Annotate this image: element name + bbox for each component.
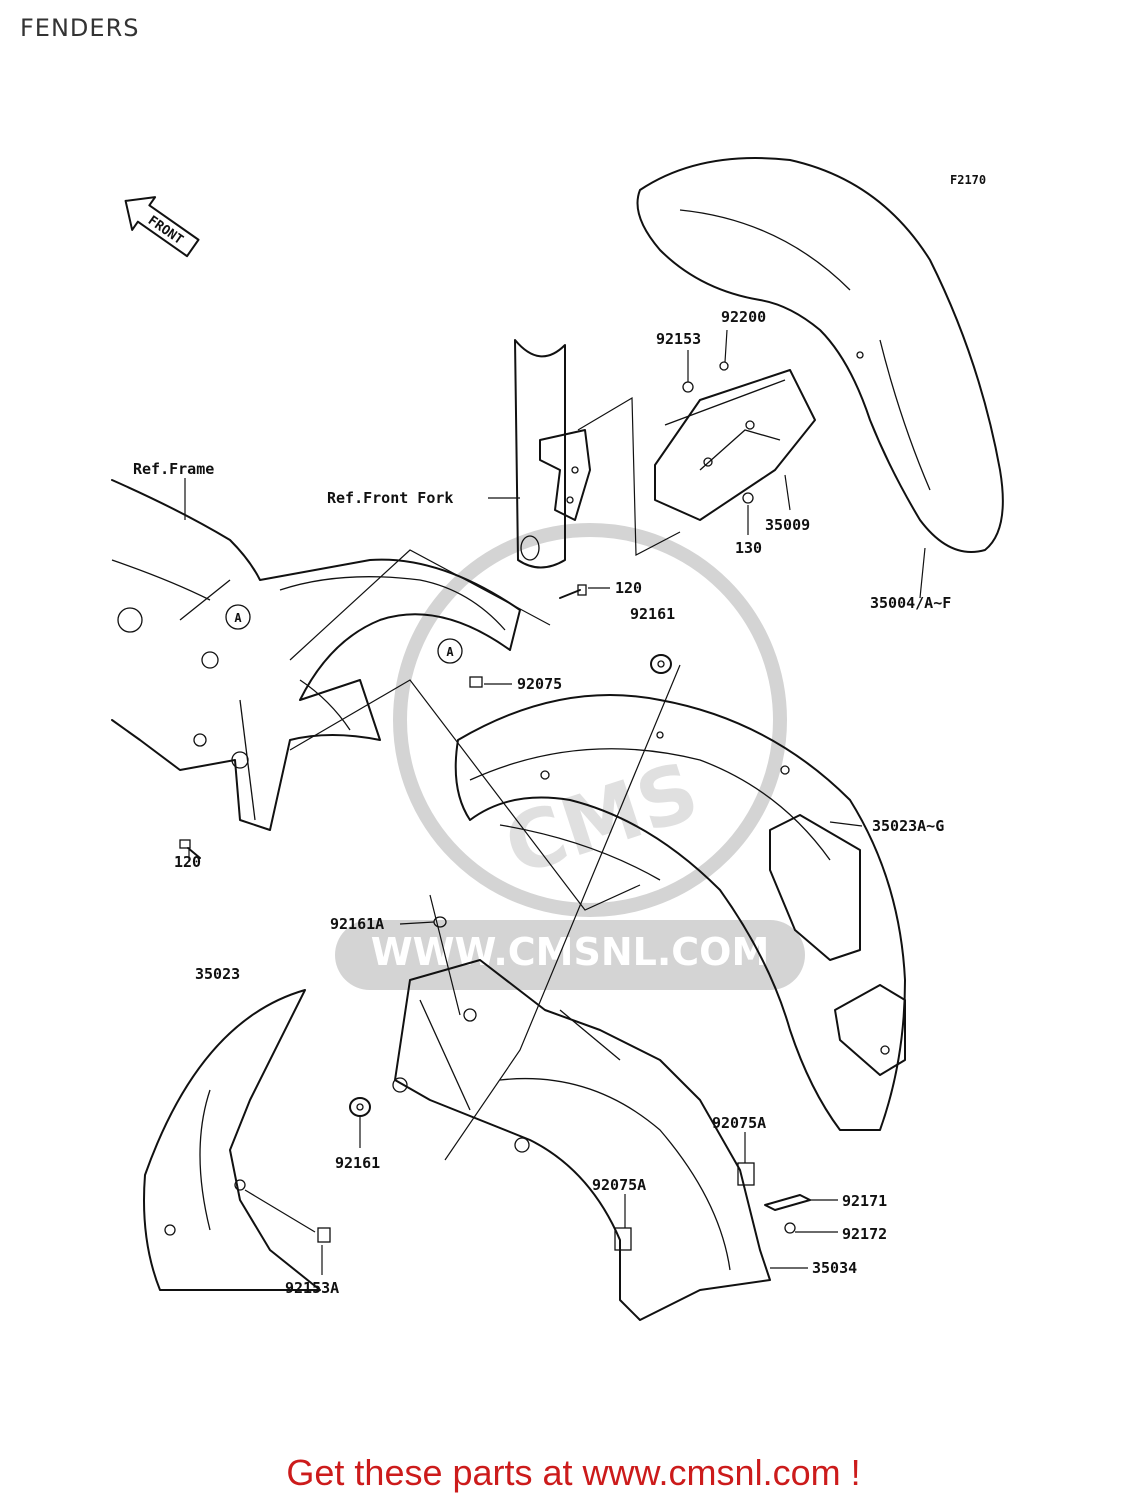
bolt-92075 bbox=[469, 676, 483, 688]
screw-92172 bbox=[784, 1222, 796, 1234]
nut-130 bbox=[742, 492, 754, 504]
screw-92153 bbox=[682, 381, 694, 393]
label-35034: 35034 bbox=[812, 1259, 857, 1277]
label-92153: 92153 bbox=[656, 330, 701, 348]
rear-fender-leader-b bbox=[444, 664, 681, 1161]
label-92200: 92200 bbox=[721, 308, 766, 326]
leader-92200 bbox=[724, 329, 728, 363]
label-35004: 35004/A~F bbox=[870, 594, 951, 612]
front-fender-bracket bbox=[654, 369, 816, 521]
watermark-url-pill bbox=[335, 920, 805, 990]
liner-bolt-leader bbox=[244, 1189, 316, 1233]
label-35009: 35009 bbox=[765, 516, 810, 534]
frame-link-leader-2 bbox=[289, 679, 641, 911]
ref-marker-a-1: A bbox=[225, 604, 251, 630]
leader-35004 bbox=[919, 547, 926, 599]
watermark-ring bbox=[393, 523, 787, 917]
watermark-brand: CMS bbox=[494, 744, 709, 893]
figure-code: F2170 bbox=[950, 173, 986, 187]
rear-fender bbox=[454, 694, 906, 1131]
front-fender bbox=[636, 157, 1004, 553]
rear-liner-panel bbox=[143, 989, 321, 1291]
label-92171: 92171 bbox=[842, 1192, 887, 1210]
label-35023a: 35023A~G bbox=[872, 817, 944, 835]
grommet-92161-top bbox=[650, 654, 672, 674]
frame-link-leader-1 bbox=[289, 549, 551, 661]
pad-92075a-1 bbox=[737, 1162, 755, 1186]
watermark-url: WWW.CMSNL.COM bbox=[371, 930, 770, 974]
grommet-92161-bottom bbox=[349, 1097, 371, 1117]
label-ref-frame: Ref.Frame bbox=[133, 460, 214, 478]
pad-92075a-2 bbox=[614, 1227, 632, 1251]
label-92161a: 92161A bbox=[330, 915, 384, 933]
get-parts-link[interactable]: Get these parts at www.cmsnl.com ! bbox=[286, 1452, 861, 1493]
bolt-92153a bbox=[317, 1227, 331, 1243]
label-92161-top: 92161 bbox=[630, 605, 675, 623]
bracket-92171 bbox=[764, 1194, 811, 1211]
label-92172: 92172 bbox=[842, 1225, 887, 1243]
label-92075: 92075 bbox=[517, 675, 562, 693]
label-92153a: 92153A bbox=[285, 1279, 339, 1297]
leader-35009 bbox=[784, 474, 791, 511]
fork-bracket-leader bbox=[577, 396, 681, 556]
rear-fender-leader-a bbox=[429, 894, 461, 1016]
bolt-120-bottom bbox=[179, 839, 201, 859]
rear-inner-fender bbox=[392, 959, 771, 1321]
label-35023: 35023 bbox=[195, 965, 240, 983]
leader-35023a bbox=[829, 821, 863, 827]
leader-92161a bbox=[399, 921, 435, 925]
label-ref-front-fork: Ref.Front Fork bbox=[327, 489, 453, 507]
front-direction-arrow: FRONT bbox=[124, 196, 200, 258]
label-120-top: 120 bbox=[615, 579, 642, 597]
label-120-bottom: 120 bbox=[174, 853, 201, 871]
ref-marker-a-2: A bbox=[437, 638, 463, 664]
label-92075a-2: 92075A bbox=[592, 1176, 646, 1194]
cms-watermark: WWW.CMSNL.COM CMS bbox=[335, 523, 805, 990]
washer-92200 bbox=[719, 361, 729, 371]
svg-text:A: A bbox=[234, 611, 242, 625]
bolt-120-top bbox=[559, 584, 587, 599]
frame-section bbox=[111, 479, 521, 831]
label-92075a-1: 92075A bbox=[712, 1114, 766, 1132]
svg-text:A: A bbox=[446, 645, 454, 659]
label-130: 130 bbox=[735, 539, 762, 557]
front-fork bbox=[514, 339, 591, 569]
page-title: FENDERS bbox=[20, 14, 140, 42]
label-92161-bottom: 92161 bbox=[335, 1154, 380, 1172]
